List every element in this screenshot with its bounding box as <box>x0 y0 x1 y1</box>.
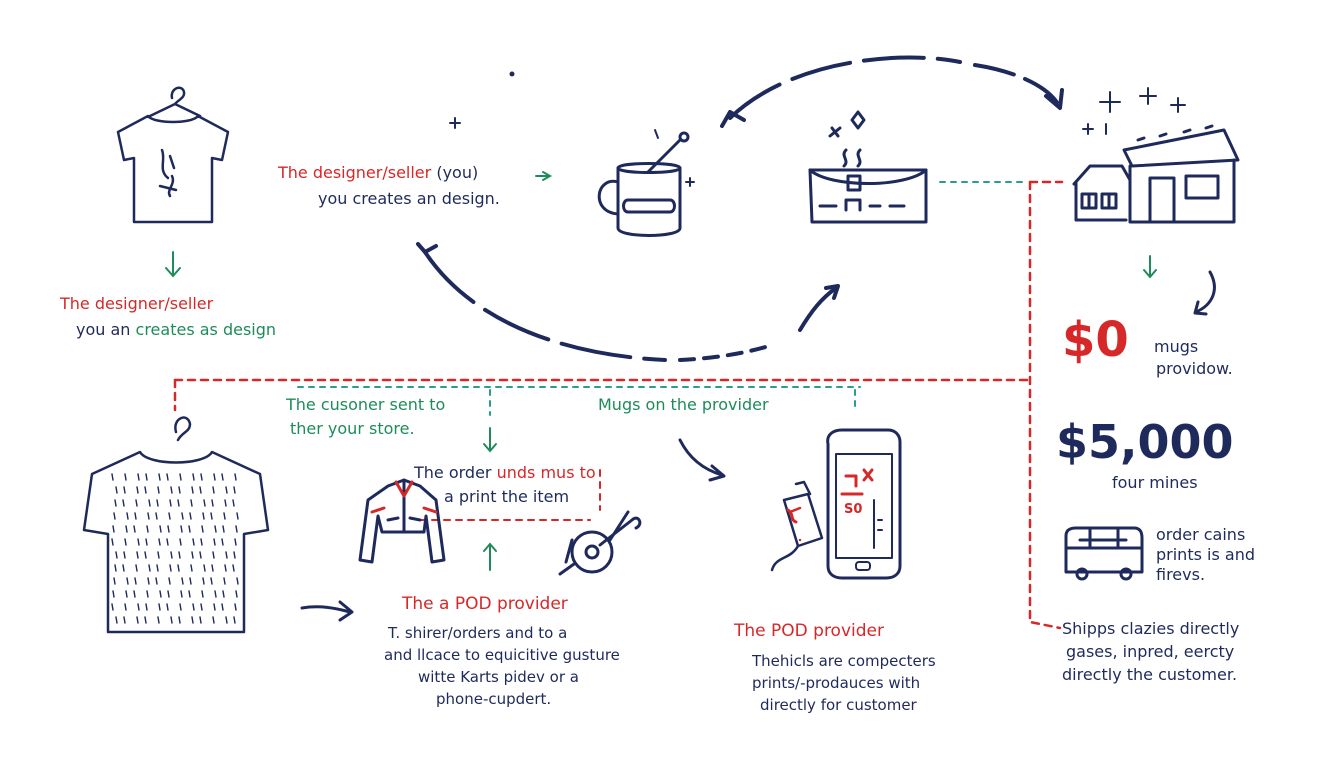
pod-right-line2: prints/-prodauces with <box>752 674 921 692</box>
pod-left-line1: T. shirer/orders and to a <box>388 624 568 642</box>
tshirt-icon <box>116 86 230 224</box>
ships-text-3: directly the customer. <box>1062 665 1238 684</box>
phone-screen-text: S0 <box>844 502 863 517</box>
order-label-red: unds mus to <box>496 463 596 482</box>
pod-left-title: The a POD provider <box>402 594 568 614</box>
cycle-arc-top <box>728 55 962 120</box>
ships-text-1: Shipps clazies directly <box>1062 619 1240 638</box>
phone-icon <box>826 428 902 580</box>
mug-icon <box>597 131 690 237</box>
order-label-navy: The order <box>414 463 492 482</box>
textured-tshirt-icon <box>82 416 270 634</box>
pod-left-line4: phone-cupdert. <box>436 690 552 708</box>
jacket-icon <box>358 478 446 564</box>
pod-right-line1: Thehicls are compecters <box>752 652 936 670</box>
customer-label-2: ther your store. <box>290 419 415 438</box>
price-five-thousand: $5,000 <box>1056 415 1234 469</box>
pod-left-line2: and llcace to equicitive gusture <box>384 646 620 664</box>
price-zero-caption-1: mugs <box>1154 337 1199 356</box>
connectors <box>165 55 1216 630</box>
pod-right-line3: directly for customer <box>760 696 917 714</box>
cycle-arc-bottom <box>423 250 667 362</box>
yarn-needle-icon <box>558 510 642 576</box>
designer-label-line2: you creates an design. <box>318 189 500 208</box>
designer-label-line1: The designer/seller (you) <box>278 162 478 184</box>
seller-label-line2-prefix: you an <box>76 320 131 339</box>
truck-text-1: order cains <box>1156 525 1246 544</box>
designer-label-red: The designer/seller <box>278 163 432 182</box>
price-five-thousand-caption: four mines <box>1112 473 1198 492</box>
mugs-label: Mugs on the provider <box>598 395 769 414</box>
truck-text-2: prints is and <box>1156 545 1255 564</box>
store-icon <box>1072 124 1240 224</box>
tshirt-texture <box>111 473 239 624</box>
truck-text-3: firevs. <box>1156 565 1206 584</box>
seller-label-line2: you an creates as design <box>76 319 276 341</box>
ships-text-2: gases, inpred, eercty <box>1066 642 1235 661</box>
sparkle-icons <box>449 71 1186 187</box>
pod-left-line3: witte Karts pidev or a <box>418 668 579 686</box>
order-label-line1: The order unds mus to <box>414 462 596 484</box>
price-zero: $0 <box>1062 312 1129 368</box>
designer-label-navy: (you) <box>436 163 479 182</box>
customer-label-1: The cusoner sent to <box>286 395 446 414</box>
cycle-arc-up <box>798 286 838 332</box>
cycle-arc-top-right <box>973 63 1060 106</box>
package-icon <box>808 110 928 224</box>
seller-label-line2-suffix: creates as design <box>135 320 277 339</box>
pod-right-title: The POD provider <box>734 621 884 641</box>
truck-icon <box>1064 526 1144 581</box>
order-label-line2: a print the item <box>444 487 570 506</box>
seller-label-line1: The designer/seller <box>60 294 214 313</box>
price-zero-caption-2: providow. <box>1156 359 1233 378</box>
card-reader-icon <box>770 480 824 572</box>
